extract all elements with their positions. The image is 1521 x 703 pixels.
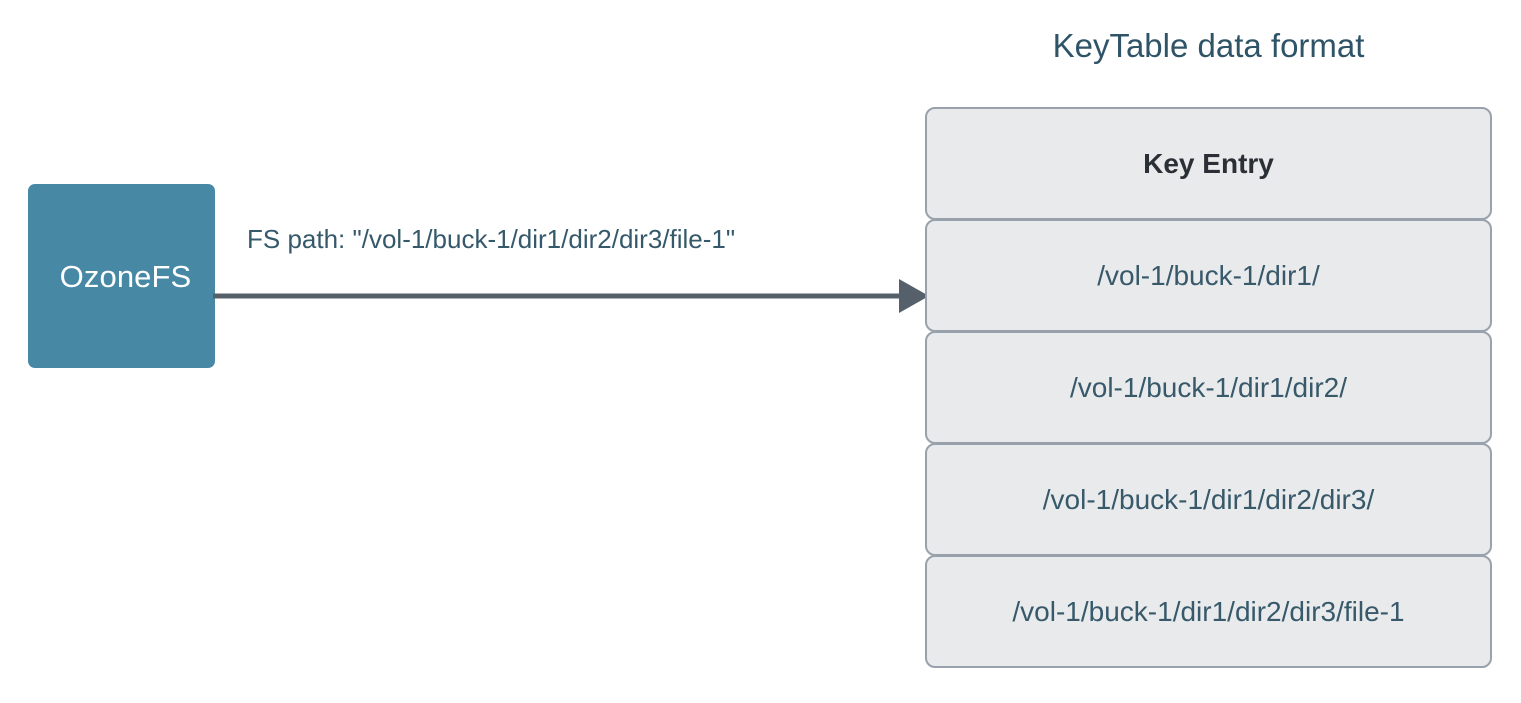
- key-entry-value: /vol-1/buck-1/dir1/dir2/: [1069, 371, 1347, 403]
- keytable: Key Entry /vol-1/buck-1/dir1/ /vol-1/buc…: [925, 107, 1492, 668]
- ozonefs-node: OzoneFS: [28, 184, 215, 368]
- keytable-header-row: Key Entry: [925, 107, 1492, 220]
- table-row: /vol-1/buck-1/dir1/dir2/: [925, 331, 1492, 444]
- key-entry-value: /vol-1/buck-1/dir1/dir2/dir3/file-1: [1012, 595, 1405, 627]
- key-entry-value: /vol-1/buck-1/dir1/dir2/dir3/: [1042, 483, 1375, 515]
- flow-arrow-icon: [213, 279, 929, 313]
- key-entry-value: /vol-1/buck-1/dir1/: [1097, 259, 1320, 291]
- table-row: /vol-1/buck-1/dir1/dir2/dir3/file-1: [925, 555, 1492, 668]
- table-row: /vol-1/buck-1/dir1/dir2/dir3/: [925, 443, 1492, 556]
- keytable-title: KeyTable data format: [1052, 27, 1365, 64]
- keytable-header-label: Key Entry: [1143, 147, 1274, 179]
- table-row: /vol-1/buck-1/dir1/: [925, 219, 1492, 332]
- fs-path-edge-label: FS path: "/vol-1/buck-1/dir1/dir2/dir3/f…: [247, 224, 736, 254]
- ozonefs-node-label: OzoneFS: [59, 258, 192, 294]
